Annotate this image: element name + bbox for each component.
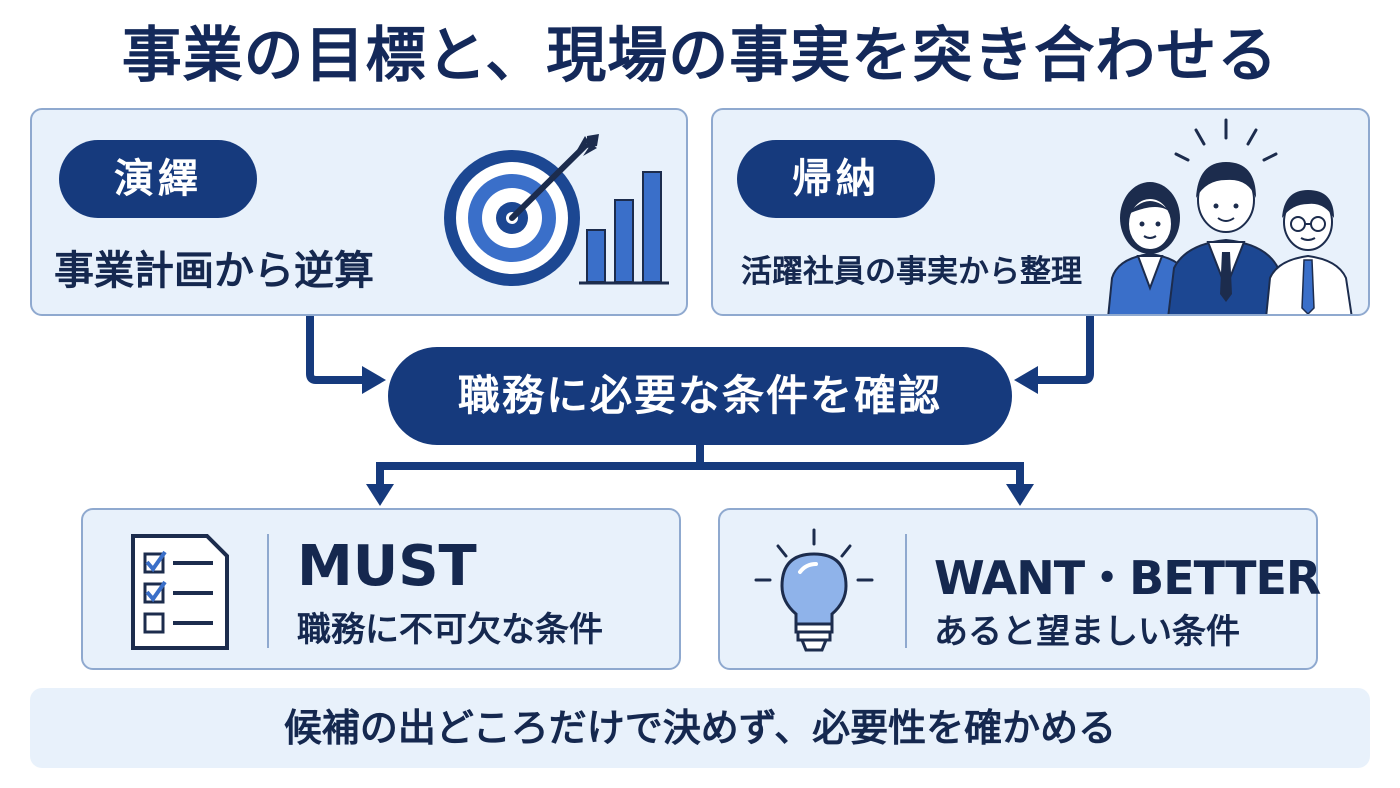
want-card: WANT・BETTER あると望ましい条件	[718, 508, 1321, 670]
want-divider	[905, 534, 907, 648]
must-divider	[267, 534, 269, 648]
requirements-check: 職務に必要な条件を確認	[388, 347, 1012, 445]
checklist-icon	[131, 534, 229, 650]
target-chart-icon	[444, 134, 669, 286]
must-description: 職務に不可欠な条件	[297, 610, 603, 650]
inductive-card: 帰納 活躍社員の事実から整理	[711, 108, 1370, 316]
page-title: 事業の目標と、現場の事実を突き合わせる	[121, 21, 1279, 91]
deductive-description: 事業計画から逆算	[54, 248, 374, 294]
deductive-badge: 演繹	[59, 140, 257, 218]
people-icon	[1107, 118, 1353, 314]
must-card: MUST 職務に不可欠な条件	[81, 508, 681, 670]
must-heading: MUST	[297, 534, 477, 599]
inductive-description: 活躍社員の事実から整理	[741, 254, 1082, 290]
deductive-card: 演繹 事業計画から逆算	[30, 108, 688, 316]
want-heading: WANT・BETTER	[934, 551, 1321, 605]
lightbulb-icon	[754, 528, 874, 652]
footer-note: 候補の出どころだけで決めず、必要性を確かめる	[30, 688, 1370, 768]
want-description: あると望ましい条件	[934, 612, 1240, 652]
inductive-badge: 帰納	[737, 140, 935, 218]
